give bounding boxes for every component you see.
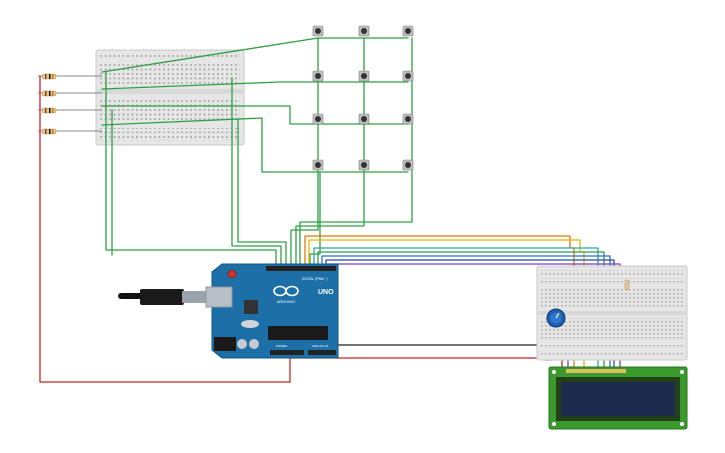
- wire-green-bb-4[interactable]: [237, 119, 287, 269]
- wire-green-row-3[interactable]: [101, 105, 409, 125]
- wire-green-bb-1[interactable]: [105, 71, 277, 269]
- resistor-4[interactable]: [38, 128, 102, 135]
- resistor-2[interactable]: [38, 90, 102, 97]
- keypad-button-r3-c2[interactable]: [358, 113, 370, 125]
- resistor-group[interactable]: [38, 73, 102, 135]
- lcd-screen: [561, 382, 675, 416]
- crystal: [241, 320, 259, 328]
- power-header: [270, 350, 304, 355]
- wire-red-resistor-common[interactable]: [39, 75, 291, 383]
- power-jack: [214, 337, 236, 351]
- wire-green-bb-3[interactable]: [231, 77, 282, 269]
- analog-label: ANALOG IN: [312, 344, 328, 348]
- keypad-button-r4-c3[interactable]: [402, 159, 414, 171]
- power-label: POWER: [276, 344, 288, 348]
- keypad[interactable]: [312, 25, 414, 171]
- keypad-button-r4-c2[interactable]: [358, 159, 370, 171]
- wire-green-row-2[interactable]: [101, 81, 409, 90]
- wires: [39, 37, 677, 383]
- arduino-logo: [273, 285, 299, 297]
- backlight-resistor[interactable]: [624, 279, 630, 291]
- resistor-3[interactable]: [38, 107, 102, 114]
- keypad-button-r2-c3[interactable]: [402, 70, 414, 82]
- keypad-button-r1-c1[interactable]: [312, 25, 324, 37]
- keypad-button-r3-c1[interactable]: [312, 113, 324, 125]
- wire-green-col-2[interactable]: [295, 37, 365, 269]
- lcd-pin-header: [566, 369, 626, 373]
- reset-button[interactable]: [227, 269, 237, 279]
- left-breadboard[interactable]: [95, 49, 245, 146]
- potentiometer[interactable]: [546, 308, 566, 328]
- keypad-button-r2-c2[interactable]: [358, 70, 370, 82]
- resistor-1[interactable]: [38, 73, 102, 80]
- digital-header: [266, 266, 336, 271]
- usb-cable: [118, 289, 210, 305]
- keypad-button-r3-c3[interactable]: [402, 113, 414, 125]
- right-breadboard[interactable]: [536, 265, 688, 361]
- arduino-model: UNO: [318, 289, 334, 296]
- wire-green-col-1[interactable]: [290, 37, 319, 269]
- usb-port: [205, 286, 233, 308]
- wire-green-extra[interactable]: [309, 171, 321, 269]
- keypad-button-r1-c3[interactable]: [402, 25, 414, 37]
- keypad-button-r4-c1[interactable]: [312, 159, 324, 171]
- keypad-button-r1-c2[interactable]: [358, 25, 370, 37]
- digital-label: DIGITAL (PWM ~): [302, 277, 328, 281]
- arduino-uno[interactable]: ARDUINO UNO DIGITAL (PWM ~) POWER ANALOG…: [205, 263, 339, 359]
- arduino-brand: ARDUINO: [277, 299, 295, 304]
- wire-green-row-4[interactable]: [101, 117, 409, 173]
- keypad-button-r2-c1[interactable]: [312, 70, 324, 82]
- wire-green-col-3[interactable]: [299, 37, 413, 269]
- analog-header: [308, 350, 336, 355]
- lcd-16x2[interactable]: [548, 366, 688, 430]
- microcontroller-chip: [268, 326, 328, 340]
